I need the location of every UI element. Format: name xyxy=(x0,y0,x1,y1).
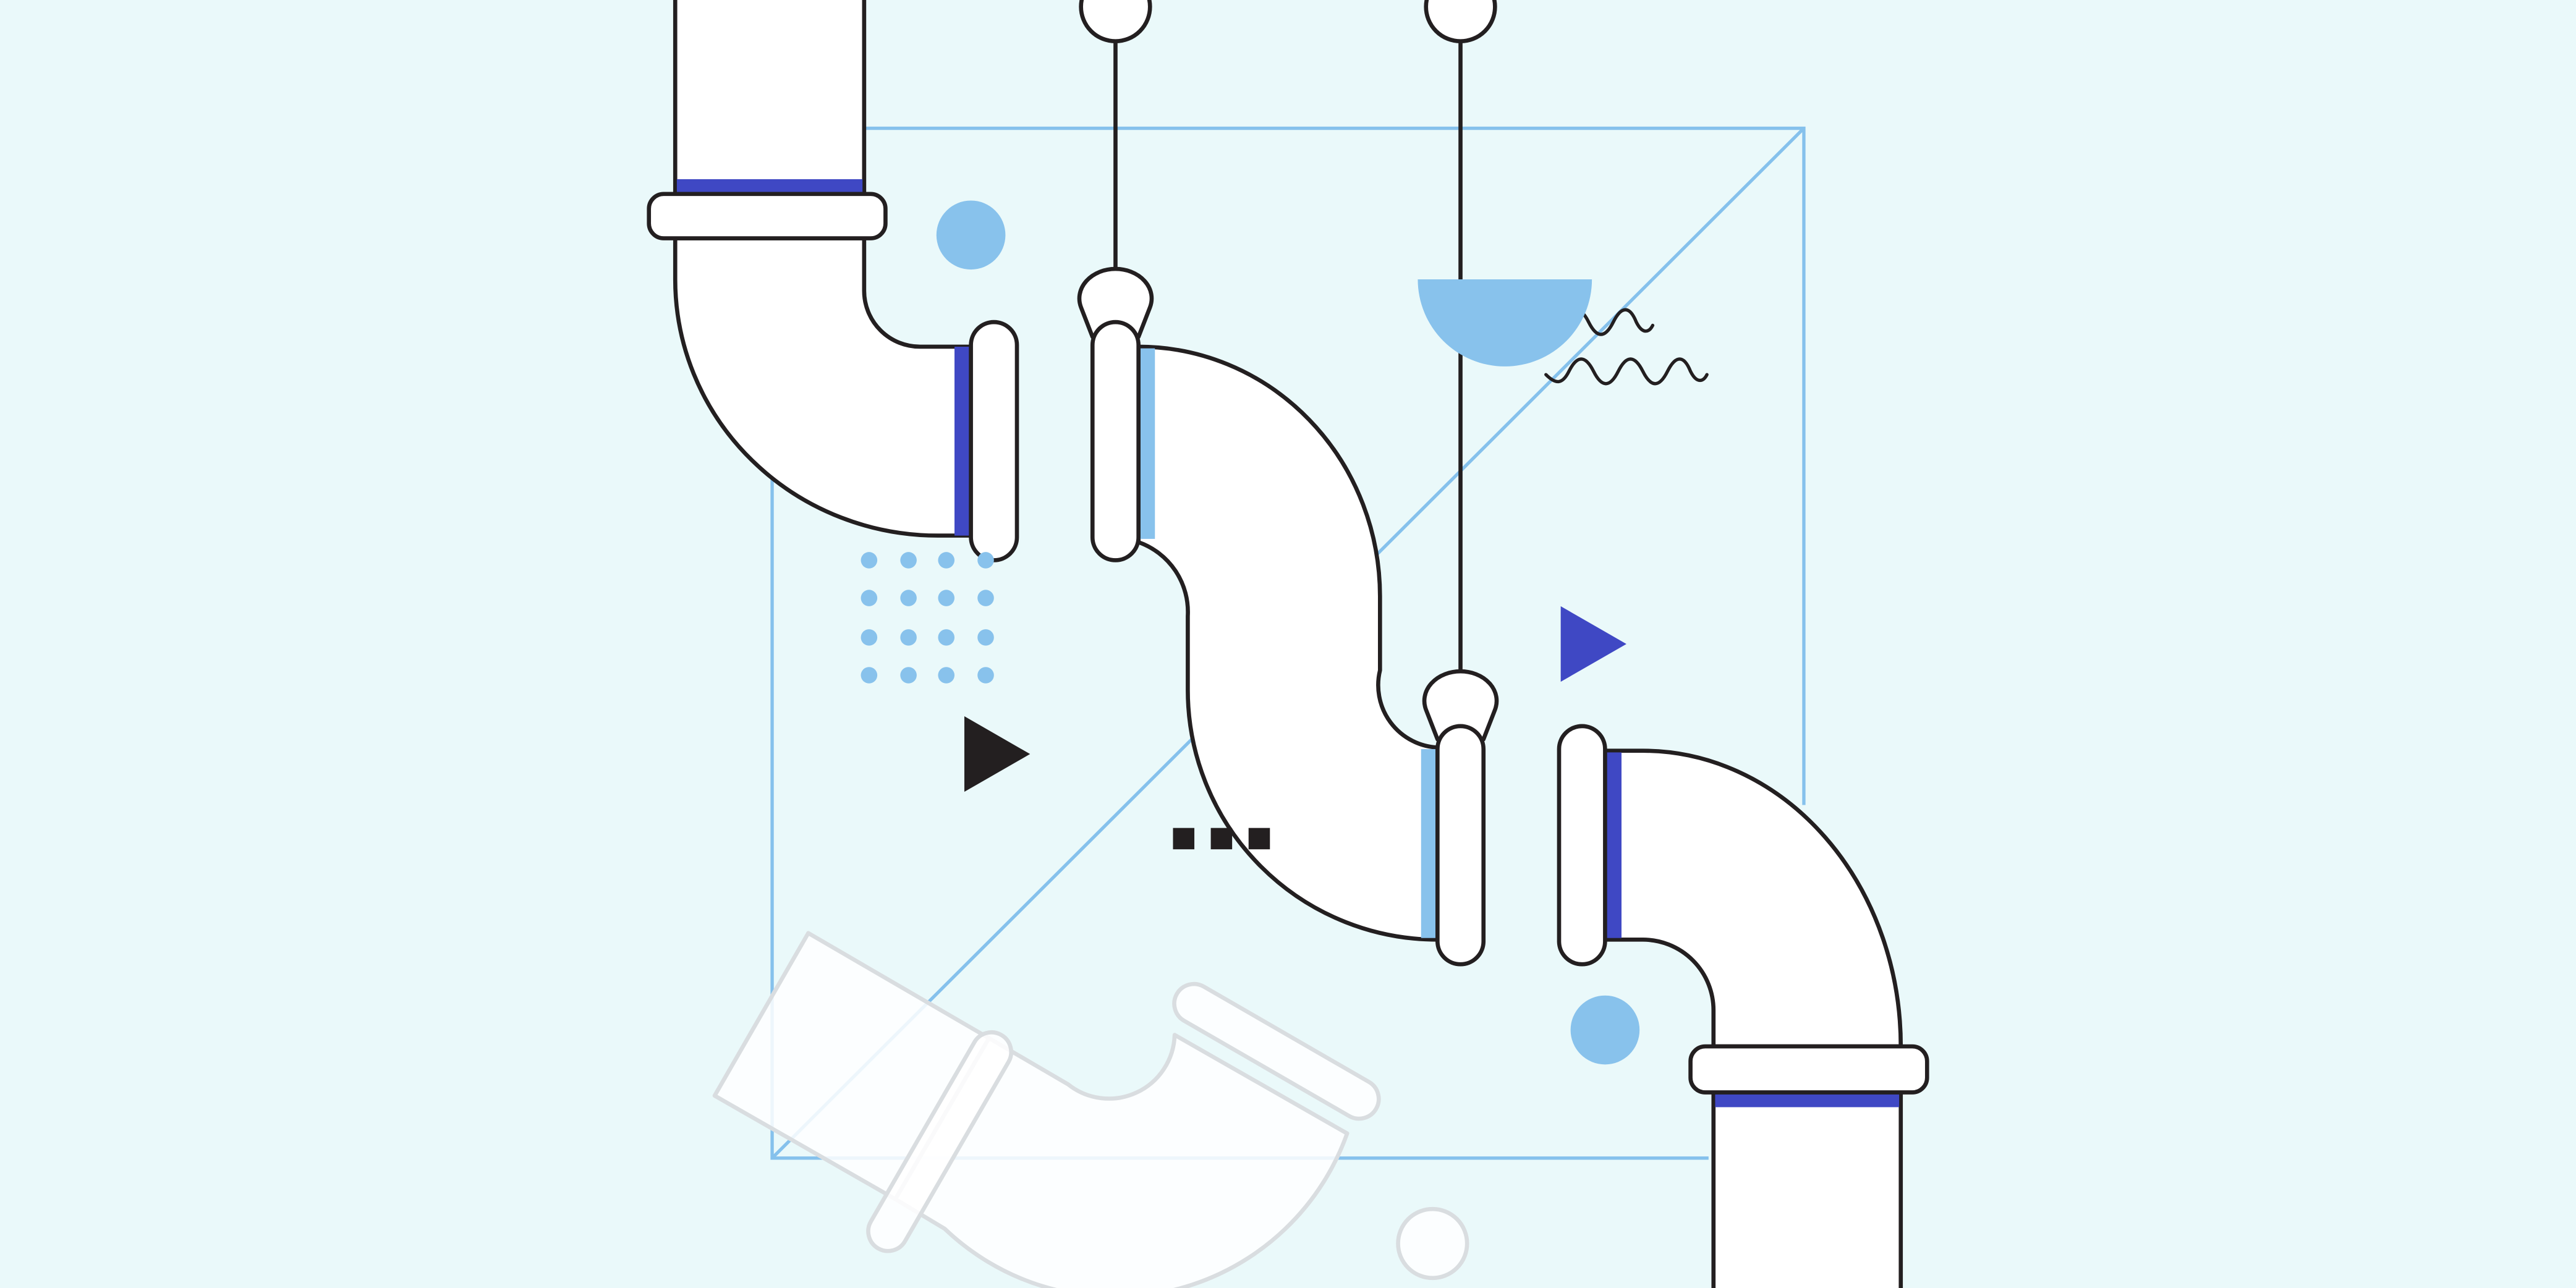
pipe-hanger-left xyxy=(1077,0,1154,339)
ghost-pipe xyxy=(712,931,1469,1288)
dot-grid-icon xyxy=(861,552,994,684)
half-circle xyxy=(1418,279,1592,366)
pipe-hanger-right xyxy=(1422,0,1499,742)
blue-dot-bottom xyxy=(1570,995,1640,1065)
blue-dot-top xyxy=(936,200,1006,270)
ellipsis-squares-icon xyxy=(1173,828,1270,850)
top-left-elbow-pipe xyxy=(647,0,1019,562)
blue-play-triangle-icon xyxy=(1560,606,1626,682)
black-play-triangle-icon xyxy=(964,716,1031,792)
middle-s-bend-pipe xyxy=(1090,320,1486,967)
bottom-right-elbow-pipe xyxy=(1557,724,1929,1288)
